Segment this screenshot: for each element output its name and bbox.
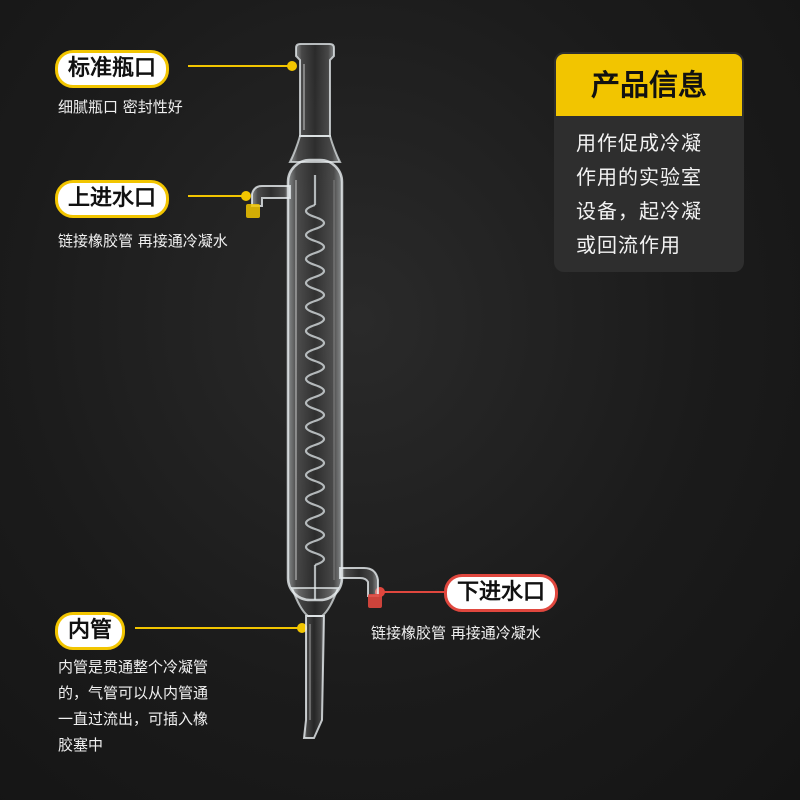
lower-inlet-description: 链接橡胶管 再接通冷凝水 [371,624,541,642]
product-info-line: 用作促成冷凝 [576,131,702,155]
neck-label: 标准瓶口 [55,50,170,88]
condenser-shoulder [288,135,342,163]
product-info-line: 作用的实验室 [576,165,702,189]
inner-tube-desc-line: 的，气管可以从内管通 [58,684,209,702]
upper-inlet-label: 上进水口 [55,180,170,218]
lower-inlet-label: 下进水口 [444,574,559,612]
condenser-neck [295,43,335,137]
product-info-body: 用作促成冷凝 作用的实验室 设备，起冷凝 或回流作用 [554,116,744,262]
condenser-bottom-taper [290,587,340,617]
inner-tube-leader-dot [297,623,307,633]
upper-inlet-leader-dot [241,191,251,201]
inner-tube-label: 内管 [55,612,126,650]
upper-inlet-description: 链接橡胶管 再接通冷凝水 [58,232,228,250]
inner-tube-desc-line: 胶塞中 [58,736,104,754]
product-info-line: 设备，起冷凝 [576,199,702,223]
inner-tube-desc-line: 一直过流出，可插入橡 [58,710,209,728]
product-info-line: 或回流作用 [576,233,681,257]
inner-tube-description: 内管是贯通整个冷凝管 的，气管可以从内管通 一直过流出，可插入橡 胶塞中 [58,654,278,758]
neck-description: 细腻瓶口 密封性好 [58,98,183,116]
condenser-jacket [286,158,344,602]
condenser-inner-tube [302,615,326,739]
lower-side-arm [339,567,382,608]
inner-tube-desc-line: 内管是贯通整个冷凝管 [58,658,209,676]
product-info-title: 产品信息 [556,54,742,116]
upper-side-arm [246,185,291,218]
product-info-card: 产品信息 用作促成冷凝 作用的实验室 设备，起冷凝 或回流作用 [554,52,744,272]
neck-leader-dot [287,61,297,71]
